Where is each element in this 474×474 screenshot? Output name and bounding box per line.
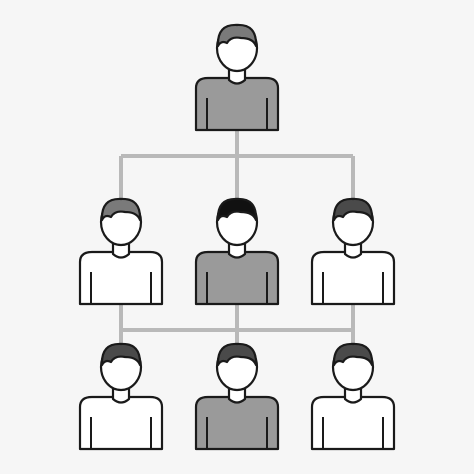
hair (216, 23, 258, 48)
hair (100, 342, 142, 367)
neck (343, 244, 363, 259)
shirt (194, 250, 280, 306)
people-group (78, 23, 396, 451)
shirt (194, 395, 280, 451)
connector-lines (119, 130, 355, 347)
person-middle-center (194, 197, 280, 306)
person-bottom-left (78, 342, 164, 451)
neck (227, 244, 247, 259)
neck (111, 244, 131, 259)
neck (227, 389, 247, 404)
neck (227, 70, 247, 85)
shirt (78, 395, 164, 451)
hair (332, 342, 374, 367)
person-bottom-right (310, 342, 396, 451)
person-middle-left (78, 197, 164, 306)
person-bottom-center (194, 342, 280, 451)
hair (216, 197, 258, 222)
neck (343, 389, 363, 404)
shirt (78, 250, 164, 306)
hair (100, 197, 142, 222)
shirt (194, 76, 280, 132)
hair (332, 197, 374, 222)
neck (111, 389, 131, 404)
person-middle-right (310, 197, 396, 306)
shirt (310, 395, 396, 451)
person-top (194, 23, 280, 132)
hair (216, 342, 258, 367)
shirt (310, 250, 396, 306)
